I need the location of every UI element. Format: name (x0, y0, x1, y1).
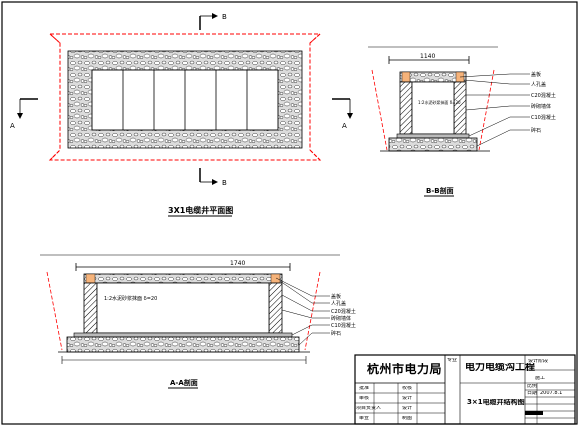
section-b-note-2: 人孔盖 (531, 81, 546, 88)
section-a-note-5: C10混凝土 (331, 322, 356, 329)
role-left-2: 审核 (359, 396, 370, 401)
plan-view: B B A A 3X1电缆井平面图 (10, 13, 353, 217)
role-mid-4: 制图 (402, 416, 413, 421)
role-left-3: 项目负责人 (356, 406, 382, 411)
section-b-view: 1140 1:2水泥砂浆抹面 δ=20 盖板 人孔盖 C20混凝土 砖砌墙体 (368, 46, 556, 197)
section-a-dimension: 1740 (230, 260, 245, 267)
scale-label: 比例 (527, 384, 538, 389)
project-name: 电力电缆沟工程 (465, 363, 535, 373)
section-b-note-1: 盖板 (531, 71, 541, 78)
section-a-view: 1740 1:2水泥砂浆抹面 δ=20 盖板 人孔盖 C20混凝土 (40, 254, 356, 389)
section-a-mark-right (332, 98, 353, 119)
section-b-mark-bottom (199, 168, 218, 185)
plan-view-title: 3X1电缆井平面图 (168, 205, 233, 215)
section-b-note-4: 砖砌墙体 (531, 103, 551, 110)
section-b-mark-top (199, 13, 218, 30)
date-value: 2007.8.1 (540, 391, 563, 396)
section-a-note-3: C20混凝土 (331, 308, 356, 315)
plan-cover-dividers (122, 70, 248, 130)
section-b-inner-label: 1:2水泥砂浆抹面 δ=20 (418, 99, 461, 105)
role-left-1: 批准 (359, 386, 370, 391)
section-b-right-wall (453, 81, 467, 135)
date-label: 日期 (527, 391, 538, 396)
section-b-label-top: B (222, 13, 227, 21)
section-a-left-wall (83, 282, 98, 334)
section-a-note-4: 砖砌墙体 (331, 315, 351, 322)
role-mid-1: 校核 (402, 386, 413, 391)
organization-name: 杭州市电力局 (367, 363, 443, 375)
title-block: 杭州市电力局 专业 电力电缆沟工程 3×1电缆井结构图 设计阶段 施工 比例 日… (355, 355, 575, 424)
section-a-label-left: A (10, 122, 15, 130)
section-a-base (73, 332, 293, 338)
section-a-title: A-A剖面 (170, 378, 198, 387)
section-a-inner-label: 1:2水泥砂浆抹面 δ=20 (104, 295, 157, 302)
role-left-4: 审查 (359, 416, 370, 421)
section-b-note-5: C10混凝土 (531, 114, 556, 121)
section-a-gravel-base (66, 336, 300, 353)
section-b-label-bottom: B (222, 179, 227, 187)
design-stage-label: 设计阶段 (528, 359, 549, 364)
section-a-note-2: 人孔盖 (331, 300, 346, 307)
title-block-grid (354, 354, 576, 425)
section-b-base (396, 133, 470, 139)
section-b-left-wall (399, 81, 413, 135)
section-a-note-1: 盖板 (331, 293, 341, 300)
role-mid-2: 设计 (402, 396, 413, 401)
role-mid-3: 设计 (402, 406, 413, 411)
design-stage-value: 施工 (535, 376, 546, 381)
section-a-cover (83, 273, 283, 284)
section-b-dimension: 1140 (420, 53, 435, 60)
section-b-gravel-base (388, 137, 478, 152)
section-a-note-6: 碎石 (331, 330, 341, 337)
corner-label: 专业 (447, 358, 458, 363)
section-b-title: B-B剖面 (426, 186, 454, 195)
section-a-right-wall (268, 282, 283, 334)
section-a-mark-left (17, 98, 38, 119)
section-a-label-right: A (342, 122, 347, 130)
section-b-note-3: C20混凝土 (531, 92, 556, 99)
drawing-name: 3×1电缆井结构图 (467, 399, 525, 406)
section-b-note-6: 碎石 (531, 127, 541, 134)
